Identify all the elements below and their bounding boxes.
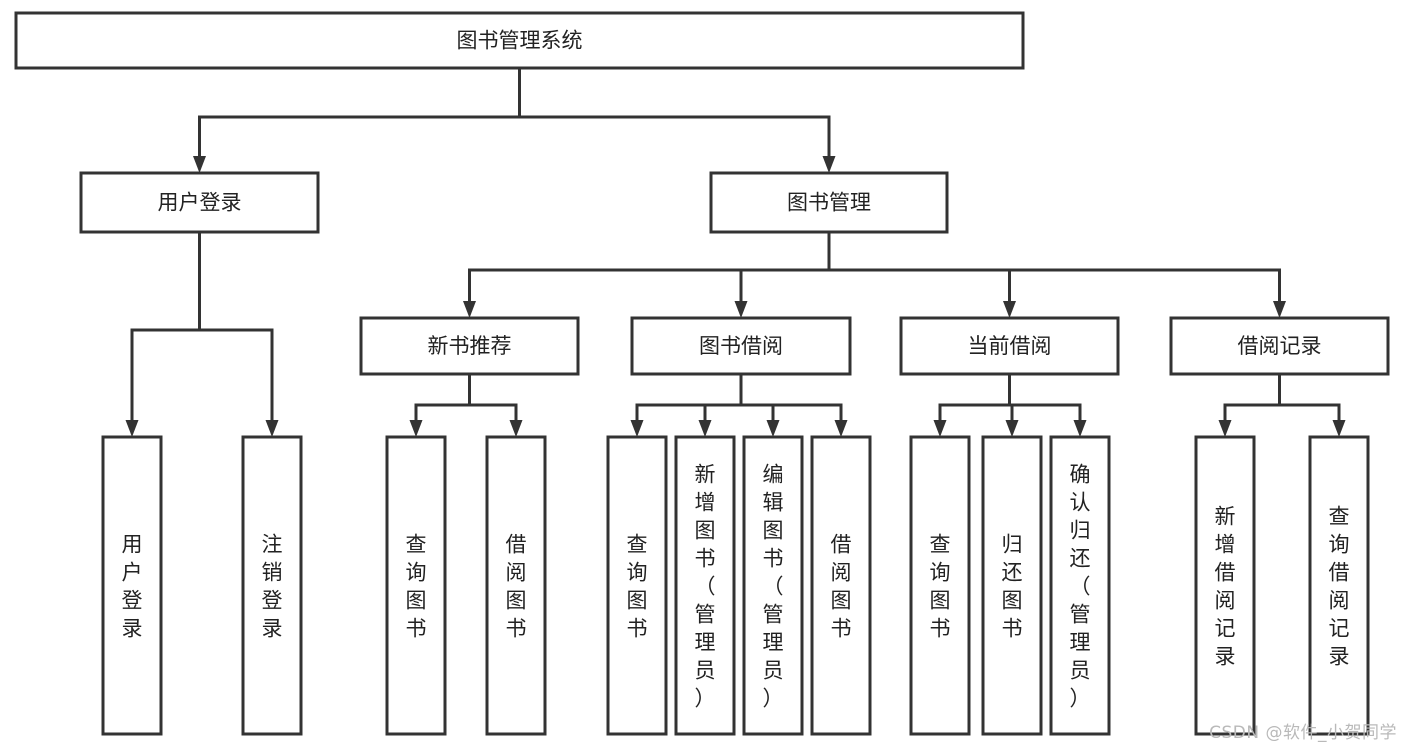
node-leaf-borrow-book-1[interactable]: 借阅图书 (485, 435, 547, 736)
node-label: 新增图书（管理员） (695, 462, 716, 710)
node-leaf-query-book-3[interactable]: 查询图书 (909, 435, 971, 736)
node-root[interactable]: 图书管理系统 (14, 11, 1025, 70)
node-label: 图书借阅 (699, 334, 783, 358)
node-box (385, 435, 447, 736)
node-box (1308, 435, 1370, 736)
node-leaf-user-login[interactable]: 用户登录 (101, 435, 163, 736)
node-box (14, 11, 1025, 70)
node-new-book-recommend[interactable]: 新书推荐 (359, 316, 580, 376)
node-box (981, 435, 1043, 736)
connector-arrow (1273, 268, 1286, 318)
connector-arrow (265, 328, 279, 437)
node-label: 新书推荐 (428, 334, 512, 358)
connector-arrow (1003, 268, 1016, 318)
node-label: 当前借阅 (968, 334, 1052, 358)
connector-group (630, 372, 848, 437)
node-label: 查询图书 (930, 532, 951, 640)
node-label: 确认归还（管理员） (1070, 462, 1091, 710)
node-box (1049, 435, 1111, 736)
connector-group (125, 230, 279, 437)
connector-arrow (822, 115, 836, 173)
connector-arrow (1218, 403, 1232, 437)
connector-arrow (734, 268, 748, 318)
node-borrow-record[interactable]: 借阅记录 (1169, 316, 1390, 376)
node-box (709, 171, 949, 234)
node-box (909, 435, 971, 736)
node-box (899, 316, 1120, 376)
node-leaf-confirm-return[interactable]: 确认归还（管理员） (1049, 435, 1111, 736)
connector-arrow (834, 403, 848, 437)
connector-group (933, 372, 1087, 437)
node-box (674, 435, 736, 736)
node-label: 借阅记录 (1238, 334, 1322, 358)
connector-arrow (509, 403, 523, 437)
node-leaf-logout[interactable]: 注销登录 (241, 435, 303, 736)
node-box (630, 316, 852, 376)
connector-group (463, 230, 1286, 318)
connector-layer (125, 66, 1346, 437)
node-box (810, 435, 872, 736)
node-box (359, 316, 580, 376)
node-leaf-add-book[interactable]: 新增图书（管理员） (674, 435, 736, 736)
node-box (742, 435, 804, 736)
node-label: 新增借阅记录 (1215, 504, 1236, 668)
node-leaf-query-book-1[interactable]: 查询图书 (385, 435, 447, 736)
node-label: 借阅图书 (506, 532, 527, 640)
node-leaf-add-record[interactable]: 新增借阅记录 (1194, 435, 1256, 736)
node-label: 图书管理 (787, 191, 871, 215)
node-box (241, 435, 303, 736)
connector-arrow (463, 268, 476, 318)
connector-group (409, 372, 523, 437)
node-leaf-query-record[interactable]: 查询借阅记录 (1308, 435, 1370, 736)
node-leaf-return-book[interactable]: 归还图书 (981, 435, 1043, 736)
connector-arrow (630, 403, 644, 437)
node-layer: 图书管理系统用户登录图书管理新书推荐图书借阅当前借阅借阅记录用户登录注销登录查询… (14, 11, 1390, 736)
connector-arrow (193, 115, 206, 173)
node-box (1194, 435, 1256, 736)
node-box (485, 435, 547, 736)
connector-arrow (698, 403, 712, 437)
node-label: 用户登录 (122, 532, 143, 640)
node-label: 查询借阅记录 (1329, 504, 1350, 668)
connector-arrow (125, 328, 139, 437)
node-leaf-edit-book[interactable]: 编辑图书（管理员） (742, 435, 804, 736)
node-label: 图书管理系统 (457, 29, 583, 53)
node-book-manage[interactable]: 图书管理 (709, 171, 949, 234)
connector-arrow (933, 403, 947, 437)
node-label: 查询图书 (627, 532, 648, 640)
node-leaf-query-book-2[interactable]: 查询图书 (606, 435, 668, 736)
node-label: 借阅图书 (831, 532, 852, 640)
connector-group (1218, 372, 1346, 437)
node-label: 注销登录 (262, 532, 283, 640)
node-box (79, 171, 320, 234)
node-label: 用户登录 (158, 191, 242, 215)
connector-arrow (1005, 403, 1019, 437)
node-box (606, 435, 668, 736)
node-label: 查询图书 (406, 532, 427, 640)
connector-arrow (1332, 403, 1346, 437)
node-label: 编辑图书（管理员） (763, 462, 784, 710)
connector-arrow (409, 403, 423, 437)
node-box (1169, 316, 1390, 376)
connector-arrow (766, 403, 780, 437)
node-label: 归还图书 (1002, 532, 1023, 640)
connector-arrow (1073, 403, 1087, 437)
node-user-login[interactable]: 用户登录 (79, 171, 320, 234)
node-current-borrow[interactable]: 当前借阅 (899, 316, 1120, 376)
connector-group (193, 66, 836, 173)
node-box (101, 435, 163, 736)
node-book-borrow[interactable]: 图书借阅 (630, 316, 852, 376)
node-leaf-borrow-book-2[interactable]: 借阅图书 (810, 435, 872, 736)
